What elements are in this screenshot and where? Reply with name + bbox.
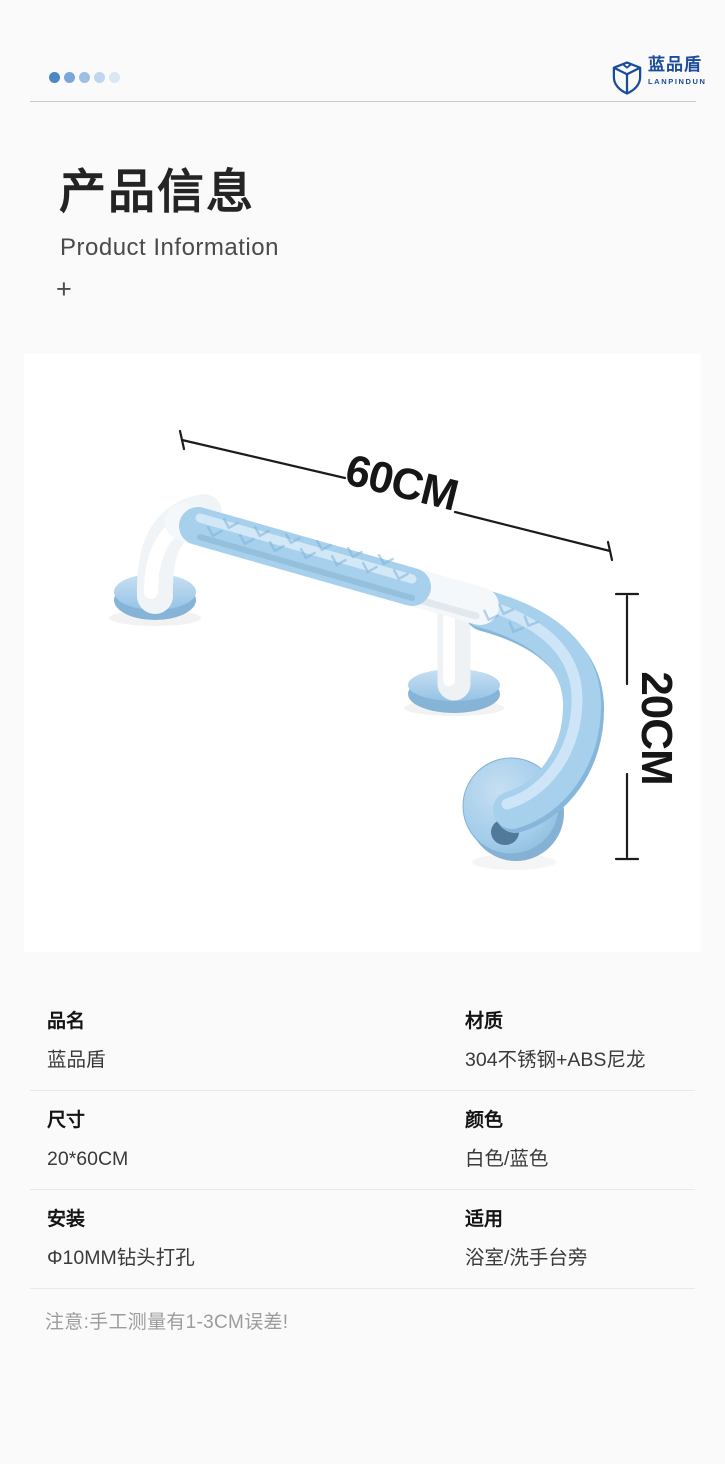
spec-value: Φ10MM钻头打孔 [47,1246,195,1269]
width-dimension-line [178,429,614,562]
shadow [472,854,556,870]
spec-cell: 品名 蓝品盾 [47,1010,465,1073]
spec-cell: 尺寸 20*60CM [47,1109,465,1172]
brand-latin: LANPINDUN [648,76,707,86]
shield-icon [612,61,642,95]
brand-text: 蓝品盾 LANPINDUN [648,55,707,86]
height-dimension-label: 20CM [632,671,681,784]
spec-cell: 材质 304不锈钢+ABS尼龙 [465,1010,695,1073]
spec-value: 蓝品盾 [47,1048,106,1071]
spec-value: 浴室/洗手台旁 [465,1246,588,1269]
carousel-dot [94,72,105,83]
spec-value: 白色/蓝色 [465,1147,549,1170]
spec-value: 304不锈钢+ABS尼龙 [465,1048,646,1071]
spec-value: 20*60CM [47,1147,129,1170]
grip-section [179,507,539,636]
spec-label: 适用 [465,1209,504,1231]
brand-name: 蓝品盾 [648,55,702,74]
height-dimension-line [614,592,640,861]
spec-cell: 适用 浴室/洗手台旁 [465,1208,695,1271]
page-subtitle: Product Information [60,234,279,261]
spec-row: 品名 蓝品盾 材质 304不锈钢+ABS尼龙 [30,992,695,1092]
page-title: 产品信息 [59,165,255,218]
carousel-dot [64,72,75,83]
product-photo: 60CM 20CM [24,354,701,952]
measurement-note: 注意:手工测量有1-3CM误差! [45,1312,289,1334]
spec-label: 安装 [47,1209,86,1231]
spec-label: 品名 [47,1011,86,1032]
carousel-dot [109,72,120,83]
spec-label: 材质 [465,1011,504,1032]
spec-row: 安装 Φ10MM钻头打孔 适用 浴室/洗手台旁 [30,1190,695,1290]
spec-label: 颜色 [465,1110,504,1132]
header-divider [30,101,696,102]
spec-table: 品名 蓝品盾 材质 304不锈钢+ABS尼龙 尺寸 20*60CM 颜色 白色/… [30,992,695,1334]
brand-logo: 蓝品盾 LANPINDUN [612,55,707,95]
carousel-dot [49,72,60,83]
plus-icon: + [56,274,72,304]
carousel-dots [49,72,120,83]
spec-label: 尺寸 [47,1110,86,1132]
width-dimension-label: 60CM [341,445,463,520]
spec-row: 尺寸 20*60CM 颜色 白色/蓝色 [30,1091,695,1191]
carousel-dot [79,72,90,83]
spec-cell: 颜色 白色/蓝色 [465,1109,695,1172]
spec-cell: 安装 Φ10MM钻头打孔 [47,1208,465,1271]
grab-bar-illustration: 60CM 20CM [109,429,681,870]
